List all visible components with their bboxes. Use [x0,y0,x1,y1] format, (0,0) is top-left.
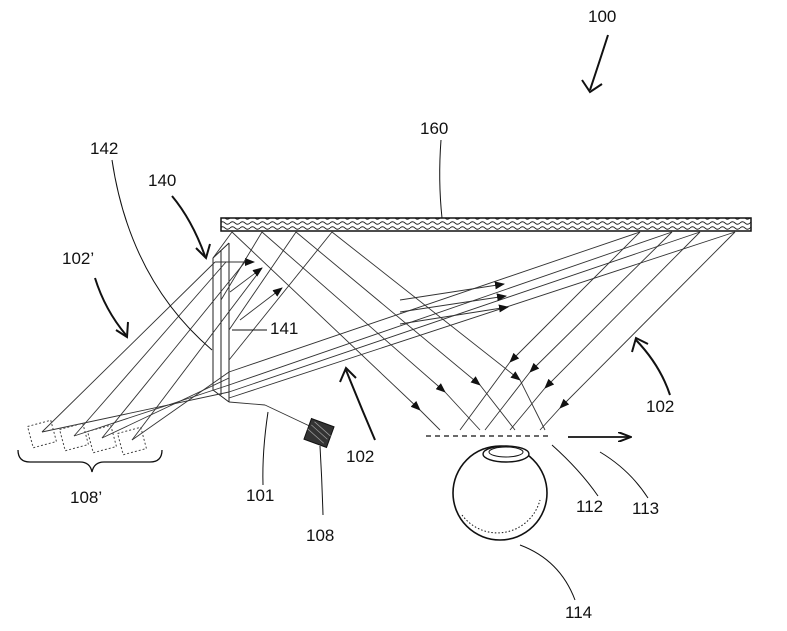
label-102-left: 102 [346,447,374,466]
combiner-panels [212,242,230,403]
long-rays [228,231,736,399]
label-141: 141 [270,319,298,338]
eye [452,445,548,541]
pointer-arrows [94,34,671,441]
label-108: 108 [306,526,334,545]
label-100: 100 [588,7,616,26]
label-102-prime: 102’ [62,249,94,268]
waveguide-grating [220,217,752,232]
label-102-right: 102 [646,397,674,416]
label-113: 113 [632,499,659,518]
label-160: 160 [420,119,448,138]
virtual-source-brace [17,449,163,473]
virtual-source-rays [41,258,283,441]
label-114: 114 [565,603,592,622]
light-source [303,417,335,449]
label-142: 142 [90,139,118,158]
label-108-prime: 108’ [70,488,102,507]
label-101: 101 [246,486,274,505]
label-112: 112 [576,497,603,516]
outcoupling-rays [231,231,736,431]
virtual-source-cubes [26,419,148,456]
leader-lines [111,139,649,601]
label-140: 140 [148,171,176,190]
